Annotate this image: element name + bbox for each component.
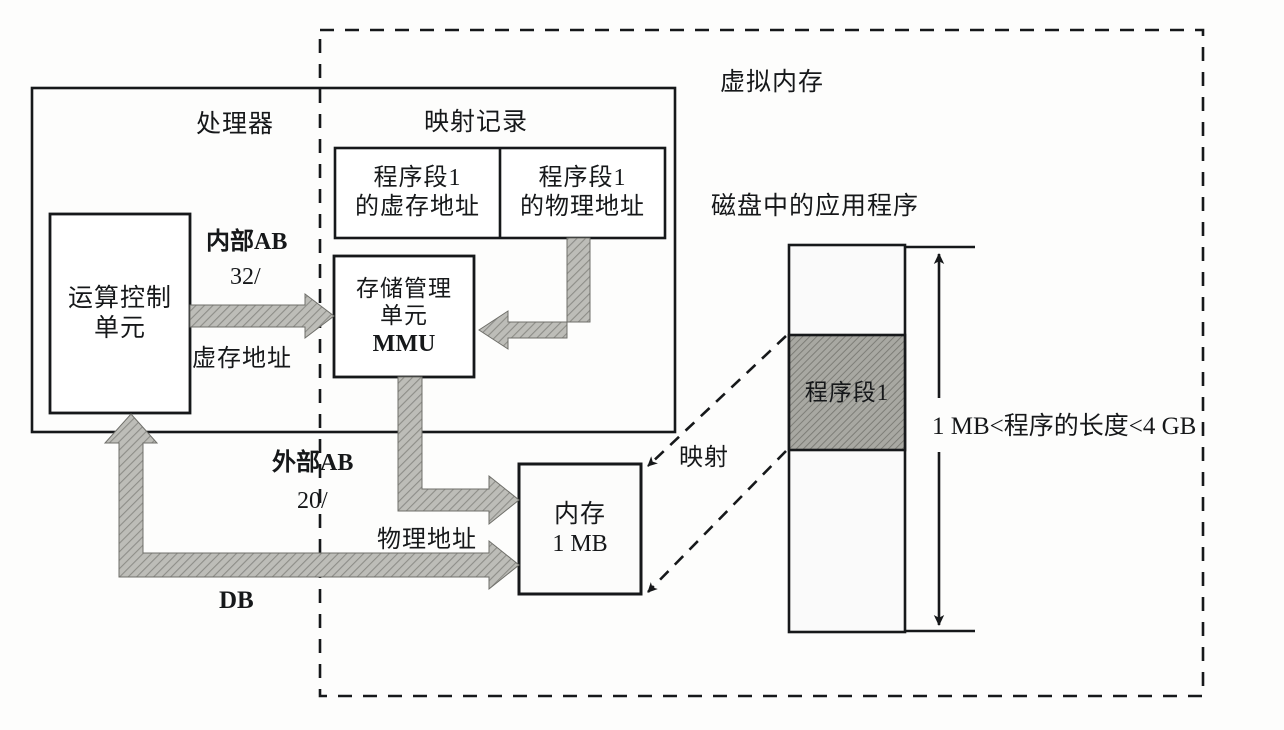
virtual-address-label: 虚存地址 xyxy=(192,346,292,372)
memory-box-label: 内存 1 MB xyxy=(519,464,641,594)
program-length-label: 1 MB<程序的长度<4 GB xyxy=(932,413,1197,440)
mapping-record-label: 映射记录 xyxy=(424,109,529,136)
physical-address-label: 物理地址 xyxy=(377,527,477,553)
map-cell-virtual-line2: 的虚存地址 xyxy=(355,194,480,220)
memory-label-line1: 内存 xyxy=(553,500,606,528)
alu-label-line2: 单元 xyxy=(93,314,146,342)
mmu-box-label: 存储管理 单元 MMU xyxy=(334,256,474,377)
map-cell-physical-label: 程序段1 的物理地址 xyxy=(500,148,665,238)
internal-ab-label: 内部AB xyxy=(206,229,288,255)
external-ab-width-label: 20/ xyxy=(297,488,328,514)
internal-ab-arrow xyxy=(189,292,335,340)
alu-box xyxy=(48,212,192,415)
memory-label-line2: 1 MB xyxy=(552,530,608,557)
map-cell-virtual-label: 程序段1 的虚存地址 xyxy=(335,148,500,238)
disk-program-bar xyxy=(787,243,907,634)
alu-box-label: 运算控制 单元 xyxy=(50,214,190,413)
disk-segment-text: 程序段1 xyxy=(804,379,890,405)
mmu-box xyxy=(332,254,476,379)
external-ab-label: 外部AB xyxy=(272,450,354,476)
map-cell-virtual-line1: 程序段1 xyxy=(373,165,462,192)
mmu-label-line2: 单元 xyxy=(380,303,428,329)
virtual-memory-label: 虚拟内存 xyxy=(720,69,825,96)
mmu-label-line1: 存储管理 xyxy=(356,275,452,301)
data-bus-arrow xyxy=(103,413,520,591)
mapping-record-table xyxy=(333,146,667,240)
disk-segment-label: 程序段1 xyxy=(789,335,905,450)
mapping-projection-lines xyxy=(647,335,787,593)
mapping-annotation-label: 映射 xyxy=(679,445,729,471)
program-length-dimension xyxy=(906,245,975,633)
internal-ab-width-label: 32/ xyxy=(230,264,261,290)
virtual-memory-dashed-boundary xyxy=(318,28,1205,698)
alu-label-line1: 运算控制 xyxy=(67,284,172,312)
physical-address-feedback-arrow xyxy=(478,237,591,350)
map-cell-physical-line1: 程序段1 xyxy=(538,165,627,192)
data-bus-label: DB xyxy=(219,587,254,614)
processor-box xyxy=(30,86,677,434)
processor-label: 处理器 xyxy=(196,111,275,138)
memory-box xyxy=(517,462,643,596)
map-cell-physical-line2: 的物理地址 xyxy=(520,194,645,220)
external-ab-arrow xyxy=(397,376,520,526)
disk-app-label: 磁盘中的应用程序 xyxy=(711,193,920,220)
mmu-label-line3: MMU xyxy=(372,330,436,357)
